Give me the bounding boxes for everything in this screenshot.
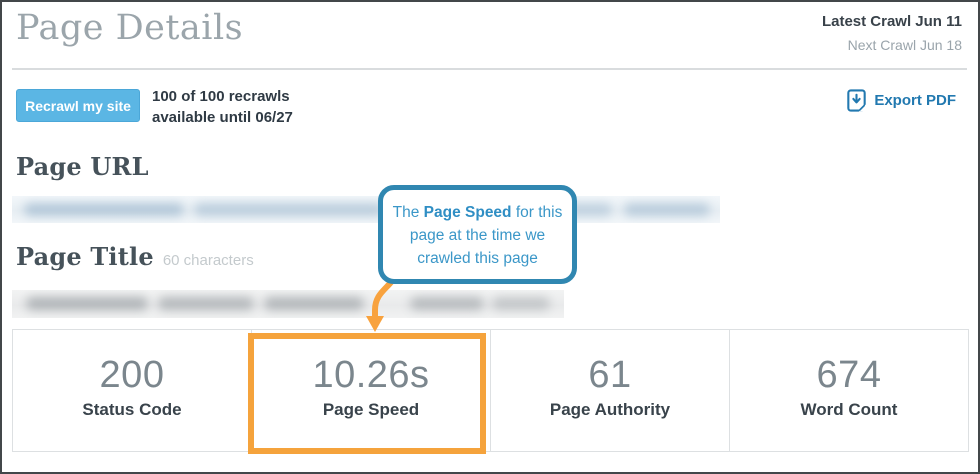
blur-smudge bbox=[624, 203, 710, 216]
header-divider bbox=[12, 68, 967, 70]
export-pdf-label: Export PDF bbox=[874, 92, 956, 109]
page-speed-callout-text: The Page Speed for this page at the time… bbox=[392, 204, 563, 267]
export-pdf-icon bbox=[847, 89, 867, 112]
recrawl-quota-line1: 100 of 100 recrawls bbox=[152, 88, 290, 105]
next-crawl-date: Next Crawl Jun 18 bbox=[847, 37, 962, 53]
blur-smudge bbox=[194, 203, 384, 216]
page-authority-label: Page Authority bbox=[549, 399, 671, 419]
metric-page-speed: 10.26s Page Speed bbox=[251, 330, 490, 451]
blur-smudge bbox=[410, 297, 484, 310]
recrawl-quota-line2: available until 06/27 bbox=[152, 109, 293, 126]
latest-crawl-date: Latest Crawl Jun 11 bbox=[821, 13, 962, 30]
page-title-heading-text: Page Title bbox=[16, 242, 154, 271]
page-speed-label: Page Speed bbox=[322, 399, 420, 419]
metric-word-count: 674 Word Count bbox=[729, 330, 968, 451]
status-code-value: 200 bbox=[99, 353, 165, 396]
metric-status-code: 200 Status Code bbox=[13, 330, 251, 451]
callout-arrow-icon bbox=[357, 278, 403, 341]
blur-smudge bbox=[26, 297, 148, 310]
crawl-info: Latest Crawl Jun 11 Next Crawl Jun 18 bbox=[822, 13, 962, 53]
export-pdf-link[interactable]: Export PDF bbox=[847, 89, 956, 112]
page-title: Page Details bbox=[16, 8, 244, 48]
metric-page-authority: 61 Page Authority bbox=[490, 330, 729, 451]
word-count-value: 674 bbox=[816, 353, 882, 396]
page-url-value-blurred bbox=[12, 196, 720, 223]
blur-smudge bbox=[158, 297, 254, 310]
word-count-label: Word Count bbox=[800, 399, 898, 419]
status-code-label: Status Code bbox=[82, 399, 182, 419]
recrawl-quota-text: 100 of 100 recrawls available until 06/2… bbox=[152, 86, 293, 128]
page-title-heading: Page Title 60 characters bbox=[16, 242, 254, 271]
page-title-value-blurred bbox=[12, 290, 564, 318]
page-title-char-hint: 60 characters bbox=[162, 252, 254, 269]
page-speed-callout: The Page Speed for this page at the time… bbox=[378, 185, 577, 284]
page-authority-value: 61 bbox=[588, 353, 632, 396]
blur-smudge bbox=[264, 297, 364, 310]
metrics-row: 200 Status Code 10.26s Page Speed 61 Pag… bbox=[12, 329, 969, 452]
blur-smudge bbox=[492, 297, 550, 310]
page-url-heading: Page URL bbox=[16, 152, 149, 181]
recrawl-my-site-button[interactable]: Recrawl my site bbox=[16, 89, 140, 122]
page-speed-value: 10.26s bbox=[312, 353, 430, 396]
blur-smudge bbox=[24, 203, 184, 216]
